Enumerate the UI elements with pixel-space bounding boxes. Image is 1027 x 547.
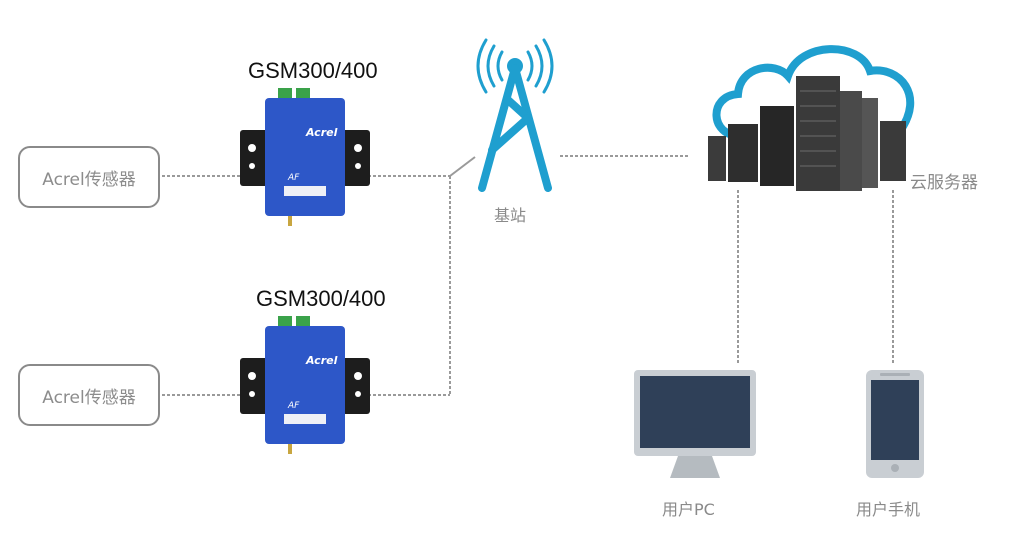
sensor-label-1: Acrel传感器	[42, 169, 136, 190]
gateway-mark-1: AF	[287, 173, 300, 183]
user-phone-label: 用户手机	[856, 500, 921, 519]
base-station-tower-icon	[476, 38, 554, 192]
gateway-model-label-1: GSM300/400	[248, 58, 378, 83]
base-station-label: 基站	[494, 206, 527, 225]
gateway-brand-1: Acrel	[305, 126, 338, 139]
gateway-model-label-2: GSM300/400	[256, 286, 386, 311]
link-junction-to-tower	[449, 156, 476, 177]
cloud-server-icon	[708, 45, 915, 191]
gateway-mark-2: AF	[287, 401, 300, 411]
user-pc-label: 用户PC	[662, 500, 715, 519]
gateway-brand-2: Acrel	[305, 354, 338, 367]
gateway-device-icon-2: Acrel AF	[240, 316, 370, 454]
user-pc-icon	[634, 370, 756, 478]
sensor-box-2: Acrel传感器	[18, 364, 160, 426]
sensor-label-2: Acrel传感器	[42, 387, 136, 408]
sensor-box-1: Acrel传感器	[18, 146, 160, 208]
cloud-server-label: 云服务器	[910, 173, 978, 193]
gateway-device-icon-1: Acrel AF	[240, 88, 370, 226]
user-phone-icon	[866, 370, 924, 478]
